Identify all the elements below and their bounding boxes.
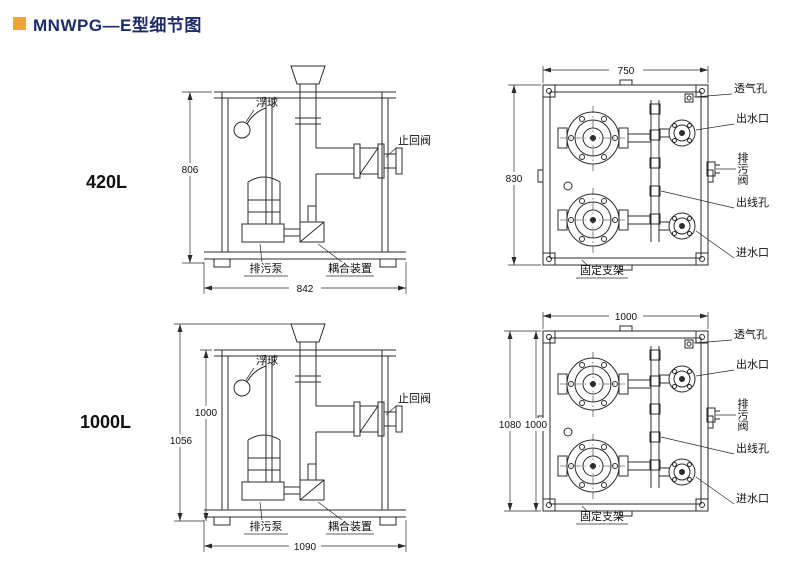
dim-text-bg [289,282,321,294]
label-sewage-pump: 排污泵 [250,261,283,275]
leader-line [385,147,397,158]
leader-line [581,505,589,513]
leader-line [695,123,735,131]
label-water-outlet: 出水口 [736,357,769,371]
leader-line [693,339,733,344]
top-view-420l: 750 830 透气孔 出水口 排污阀 出线孔 进水口 固定支架 [500,64,769,279]
leader-line [693,93,733,98]
leader-line [259,243,263,263]
label-water-inlet: 进水口 [736,492,769,505]
pump-top-drawing [557,357,629,493]
label-fixing-bracket: 固定支架 [580,509,624,523]
dimension-lines [504,312,709,512]
leader-line [259,501,263,521]
leader-line [317,243,343,263]
dimension-lines [182,91,407,294]
page-title: MNWPG—E型细节图 [33,16,202,35]
label-fixing-bracket: 固定支架 [580,263,624,277]
label-float-ball: 浮球 [256,353,278,367]
label-coupling-device: 耦合装置 [328,261,372,275]
label-float-ball: 浮球 [256,95,278,109]
fittings-drawing [563,339,720,488]
dim-height-label: 806 [182,165,199,176]
label-water-outlet: 出水口 [736,111,769,125]
label-check-valve: 止回阀 [398,133,431,147]
dim-text-bg [500,172,528,185]
dim-width-label: 842 [297,284,314,295]
label-drain-valve: 排污阀 [736,397,749,432]
dimension-lines [508,66,709,266]
label-sewage-pump: 排污泵 [250,519,283,533]
dim-text-bg [609,64,643,76]
leader-line [695,476,735,505]
dim-text-bg [498,418,522,431]
tank-structure [204,65,406,268]
side-view-1000l: 1000 1056 1090 浮球 止回阀 排污泵 耦合装置 [165,323,431,553]
dimension-lines [174,323,407,552]
label-vent-hole: 透气孔 [734,81,767,95]
leader-line [245,109,255,123]
model-label-420l: 420L [86,172,128,192]
label-coupling-device: 耦合装置 [328,519,372,533]
label-water-inlet: 进水口 [736,246,769,259]
leader-line [317,501,343,521]
leader-line [581,259,589,267]
label-drain-valve: 排污阀 [736,151,749,186]
dim-height-label: 830 [506,174,523,185]
side-view-420l: 806 842 浮球 止回阀 排污泵 耦合装置 [175,65,431,295]
dim-text-bg [609,310,643,322]
frame-structure [537,79,714,271]
dim-width-label: 750 [618,66,635,77]
fittings-drawing [563,93,720,242]
dim-height-outer-label: 1080 [499,420,522,431]
pump-top-drawing [557,111,629,247]
leader-line [695,230,735,259]
model-label-1000l: 1000L [80,412,132,432]
dim-text-bg [165,434,197,447]
dim-text-bg [175,163,205,176]
dim-width-label: 1090 [294,542,317,553]
dim-width-label: 1000 [615,312,638,323]
dim-height-inner-label: 1000 [525,420,548,431]
page-header: MNWPG—E型细节图 [13,11,202,36]
leader-line [695,369,735,377]
label-vent-hole: 透气孔 [734,327,767,341]
leader-line [660,436,735,455]
top-view-1000l: 1000 1080 1000 透气孔 出水口 排污阀 出线孔 进水口 固定支架 [498,310,769,525]
leader-line [245,367,255,381]
title-bullet-icon [13,17,26,30]
label-cable-hole: 出线孔 [736,195,769,209]
dim-text-bg [289,540,321,552]
label-check-valve: 止回阀 [398,391,431,405]
dim-height-inner-label: 1000 [195,408,218,419]
dim-text-bg [191,406,221,419]
dim-height-outer-label: 1056 [170,436,193,447]
leader-line [385,405,397,416]
tank-structure [204,323,406,526]
leader-line [660,190,735,209]
label-cable-hole: 出线孔 [736,441,769,455]
dim-text-bg [524,418,548,431]
frame-structure [537,325,714,517]
